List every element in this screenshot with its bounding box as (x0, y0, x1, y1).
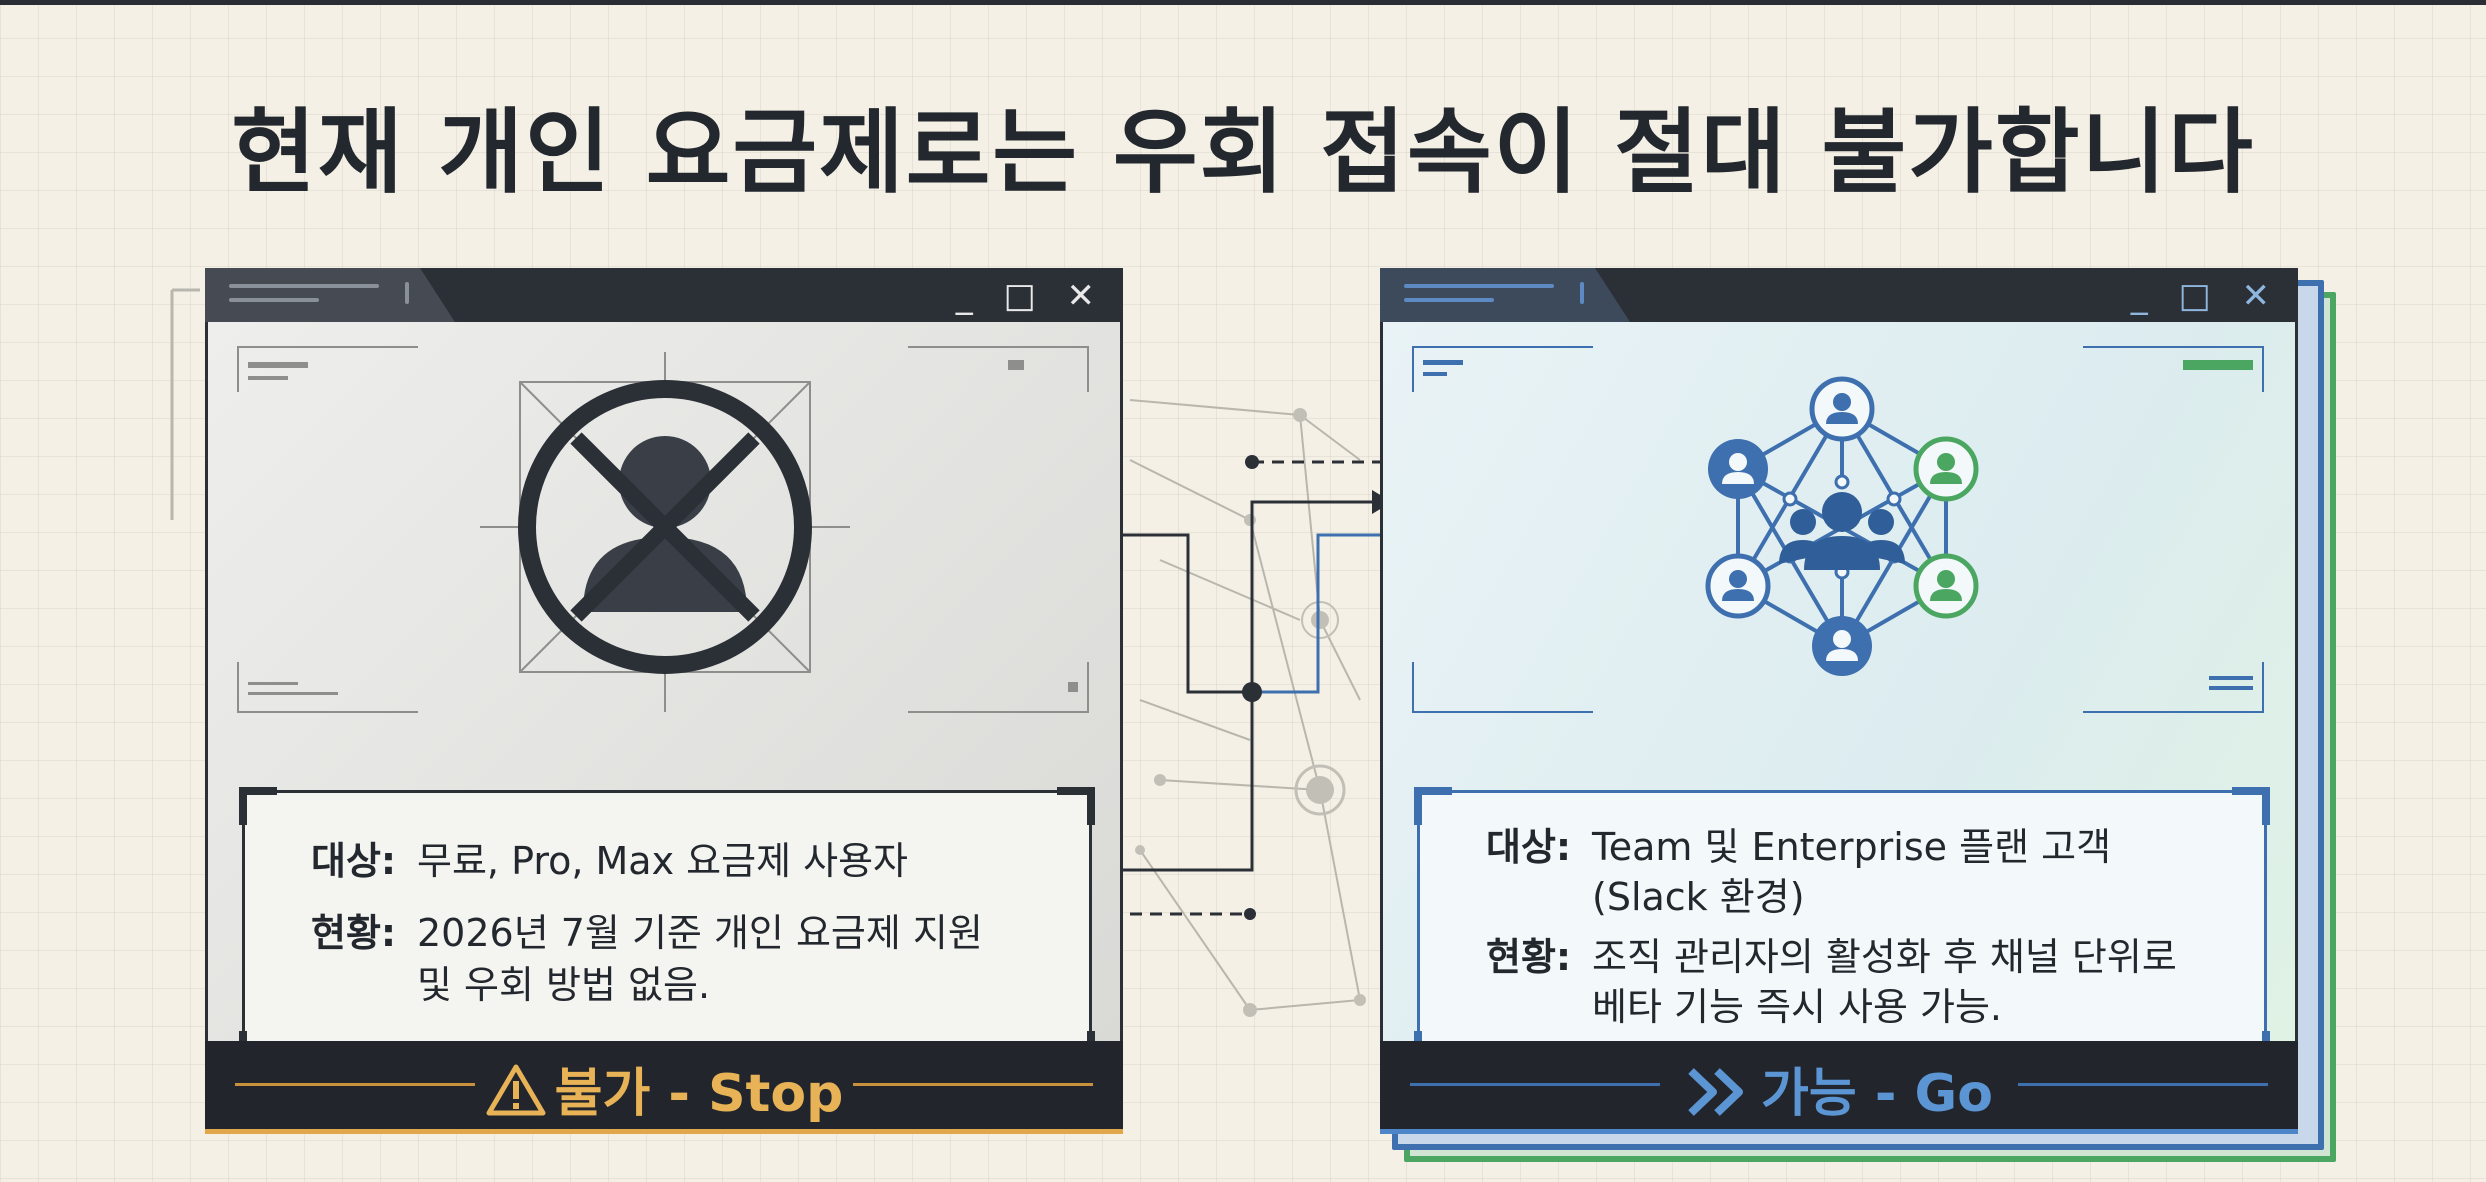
status-footer: 가능 - Go (1380, 1041, 2298, 1134)
corner-bracket (1057, 787, 1095, 825)
footer-rule (2018, 1083, 2268, 1086)
titlebar-stripe (1404, 298, 1494, 302)
team-network-icon (1412, 346, 2264, 713)
window-body: 대상: 무료, Pro, Max 요금제 사용자 현황: 2026년 7월 기준… (205, 322, 1123, 1069)
footer-rule (853, 1083, 1093, 1086)
window-titlebar: _ □ ✕ (205, 268, 1123, 322)
titlebar-stripe (1404, 284, 1554, 288)
page-title: 현재 개인 요금제로는 우회 접속이 절대 불가합니다 (231, 99, 2255, 206)
titlebar-stripe (229, 298, 319, 302)
target-value: 무료, Pro, Max 요금제 사용자 (417, 839, 909, 883)
individual-plan-window: _ □ ✕ (205, 268, 1123, 1134)
no-user-icon (237, 346, 1089, 713)
warning-triangle-icon (486, 1064, 546, 1116)
window-body: 대상: Team 및 Enterprise 플랜 고객 (Slack 환경) 현… (1380, 322, 2298, 1069)
titlebar-stripe (229, 284, 379, 288)
status-value-line1: 2026년 7월 기준 개인 요금제 지원 (417, 911, 983, 955)
target-label: 대상: (1486, 825, 1572, 869)
info-box: 대상: 무료, Pro, Max 요금제 사용자 현황: 2026년 7월 기준… (239, 787, 1095, 1069)
status-value-line2: 및 우회 방법 없음. (417, 963, 711, 1007)
titlebar-tab (1380, 268, 1630, 322)
status-label: 현황: (1486, 935, 1572, 979)
target-value-line2: (Slack 환경) (1592, 875, 1805, 919)
status-value-line1: 조직 관리자의 활성화 후 채널 단위로 (1592, 935, 2177, 979)
corner-bracket (2232, 787, 2270, 825)
info-box: 대상: Team 및 Enterprise 플랜 고객 (Slack 환경) 현… (1414, 787, 2270, 1069)
top-rule (0, 0, 2486, 5)
titlebar-divider (1580, 282, 1584, 304)
corner-bracket (1414, 787, 1452, 825)
status-footer: 불가 - Stop (205, 1041, 1123, 1134)
team-plan-window: _ □ ✕ (1380, 268, 2298, 1134)
status-label: 현황: (311, 911, 397, 955)
go-label: 가능 - Go (1380, 1051, 2298, 1126)
window-controls[interactable]: _ □ ✕ (2130, 276, 2280, 316)
stop-label-text: 불가 - Stop (554, 1064, 844, 1124)
go-label-text: 가능 - Go (1761, 1064, 1993, 1124)
target-label: 대상: (311, 839, 397, 883)
target-value-line1: Team 및 Enterprise 플랜 고객 (1592, 825, 2112, 869)
footer-rule (1410, 1083, 1660, 1086)
window-controls[interactable]: _ □ ✕ (955, 276, 1105, 316)
stop-label: 불가 - Stop (205, 1051, 1123, 1126)
footer-rule (235, 1083, 475, 1086)
double-chevron-right-icon (1688, 1068, 1744, 1116)
corner-bracket (239, 787, 277, 825)
window-titlebar: _ □ ✕ (1380, 268, 2298, 322)
status-value-line2: 베타 기능 즉시 사용 가능. (1592, 985, 2002, 1029)
titlebar-tab (205, 268, 455, 322)
titlebar-divider (405, 282, 409, 304)
